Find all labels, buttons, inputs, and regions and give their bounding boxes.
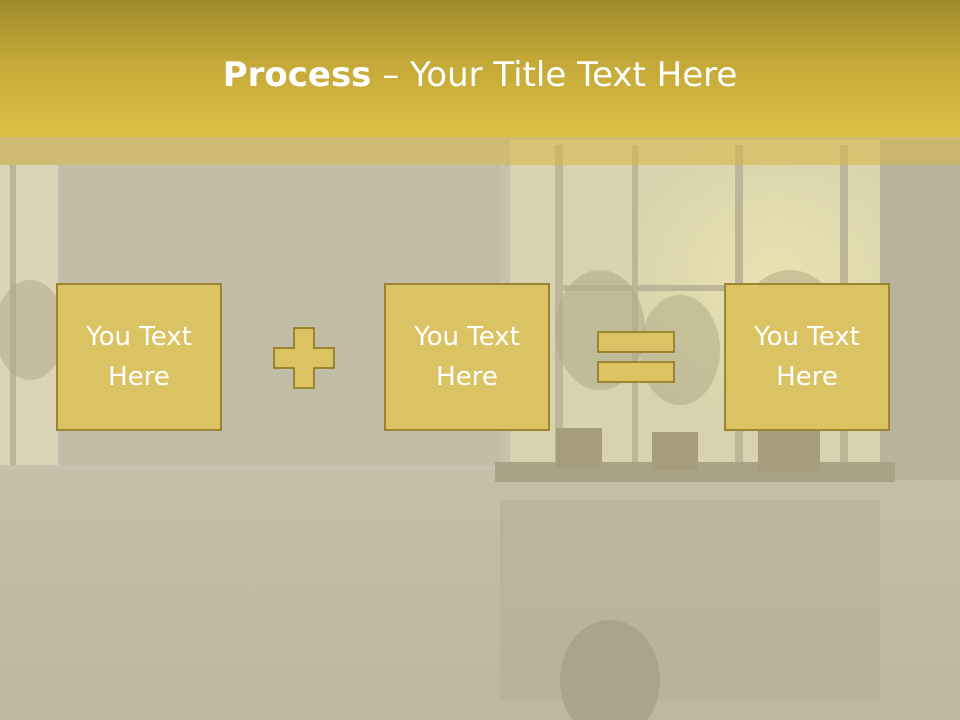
process-box-2[interactable]: You Text Here — [384, 283, 550, 431]
process-box-3-text: You Text Here — [754, 322, 860, 392]
equals-icon — [597, 331, 675, 383]
title-underline-strip — [0, 137, 960, 165]
process-box-1[interactable]: You Text Here — [56, 283, 222, 431]
process-box-2-text: You Text Here — [414, 322, 520, 392]
plus-icon — [273, 327, 335, 389]
title-rest: – Your Title Text Here — [371, 55, 738, 95]
slide-title: Process – Your Title Text Here — [0, 52, 960, 98]
process-box-3[interactable]: You Text Here — [724, 283, 890, 431]
title-bar — [0, 0, 960, 137]
process-box-1-text: You Text Here — [86, 322, 192, 392]
title-bold: Process — [222, 55, 372, 95]
